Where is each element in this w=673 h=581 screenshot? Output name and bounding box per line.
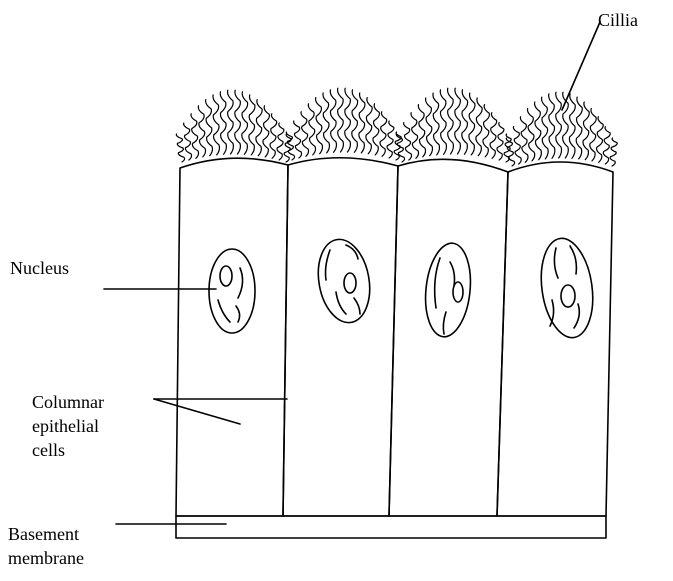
cilium bbox=[387, 121, 394, 158]
cilium bbox=[603, 127, 610, 164]
cilia-tuft-3 bbox=[396, 88, 511, 162]
cilium bbox=[396, 134, 404, 162]
cilium bbox=[583, 102, 589, 160]
cilium bbox=[284, 134, 291, 162]
cilium bbox=[597, 117, 604, 163]
cilium bbox=[404, 123, 412, 160]
cilium bbox=[366, 98, 372, 154]
cilium bbox=[535, 102, 542, 160]
nucleus-cell-3 bbox=[421, 241, 475, 339]
columnar-cell-3 bbox=[389, 159, 508, 516]
cilium bbox=[256, 100, 262, 156]
cilium bbox=[373, 104, 379, 155]
columnar-cell-2 bbox=[283, 158, 398, 516]
cilium bbox=[448, 88, 454, 154]
columnar-leader-line-2 bbox=[154, 399, 240, 424]
cilium bbox=[294, 121, 302, 158]
cilium bbox=[411, 113, 419, 159]
columnar-label-line-2: epithelial bbox=[32, 414, 104, 438]
basement-membrane-label: Basement membrane bbox=[8, 522, 84, 570]
cilium bbox=[352, 90, 358, 153]
cilium bbox=[497, 123, 504, 160]
cilium bbox=[440, 90, 446, 155]
cilium bbox=[301, 112, 309, 157]
columnar-epithelial-cells-label: Columnar epithelial cells bbox=[32, 390, 104, 462]
columnar-label-line-3: cells bbox=[32, 438, 104, 462]
cilium bbox=[228, 90, 234, 154]
cilium bbox=[542, 97, 549, 159]
cilium bbox=[242, 92, 248, 155]
cilia-leader-line bbox=[562, 22, 600, 110]
cilium bbox=[426, 98, 433, 156]
cilium bbox=[286, 132, 294, 160]
cilium bbox=[469, 93, 475, 155]
basement-label-line-1: Basement bbox=[8, 522, 84, 546]
cilium bbox=[520, 117, 528, 163]
columnar-cell-1 bbox=[176, 158, 288, 516]
cilium bbox=[338, 88, 344, 152]
cilium bbox=[308, 104, 315, 155]
cilium bbox=[176, 134, 184, 162]
cilium bbox=[569, 94, 575, 159]
cilium bbox=[191, 114, 199, 159]
cilium bbox=[323, 93, 330, 153]
cilium bbox=[462, 90, 468, 155]
cilia-tuft-2 bbox=[286, 88, 401, 160]
cilium bbox=[270, 114, 277, 159]
cilium bbox=[433, 93, 440, 155]
cilia-label: Cillia bbox=[598, 8, 638, 32]
cilium bbox=[213, 95, 220, 155]
cilium bbox=[277, 123, 284, 160]
cilium bbox=[549, 94, 555, 159]
cilium bbox=[490, 113, 497, 159]
cilia-tuft-1 bbox=[176, 90, 291, 162]
cilia-tuft-4 bbox=[506, 92, 617, 166]
nucleus-cell-4 bbox=[535, 235, 598, 341]
cilium bbox=[556, 92, 562, 158]
cilium bbox=[380, 112, 387, 157]
cilium bbox=[316, 98, 323, 154]
cilium bbox=[610, 138, 617, 166]
cilium bbox=[418, 105, 425, 157]
cilium bbox=[527, 109, 534, 161]
cilium bbox=[513, 127, 521, 164]
cilium bbox=[263, 106, 269, 157]
cilium bbox=[206, 100, 213, 156]
basement-membrane bbox=[176, 516, 606, 538]
cilium bbox=[249, 95, 255, 155]
cilium bbox=[184, 123, 192, 160]
cilium bbox=[576, 97, 582, 159]
columnar-cell-4 bbox=[497, 162, 613, 516]
nucleus-cell-1 bbox=[209, 249, 255, 333]
basement-label-line-2: membrane bbox=[8, 546, 84, 570]
cilium bbox=[345, 88, 351, 152]
nucleus-cell-2 bbox=[312, 235, 376, 326]
cilium bbox=[590, 109, 596, 161]
cilium bbox=[359, 93, 365, 153]
cilium bbox=[483, 105, 489, 157]
nucleus-label: Nucleus bbox=[10, 256, 69, 280]
cilium bbox=[330, 90, 336, 153]
cilium bbox=[476, 98, 482, 156]
columnar-label-line-1: Columnar bbox=[32, 390, 104, 414]
cilium bbox=[235, 90, 241, 154]
cilium bbox=[198, 106, 205, 157]
cilium bbox=[455, 88, 461, 154]
cilium bbox=[220, 92, 226, 155]
